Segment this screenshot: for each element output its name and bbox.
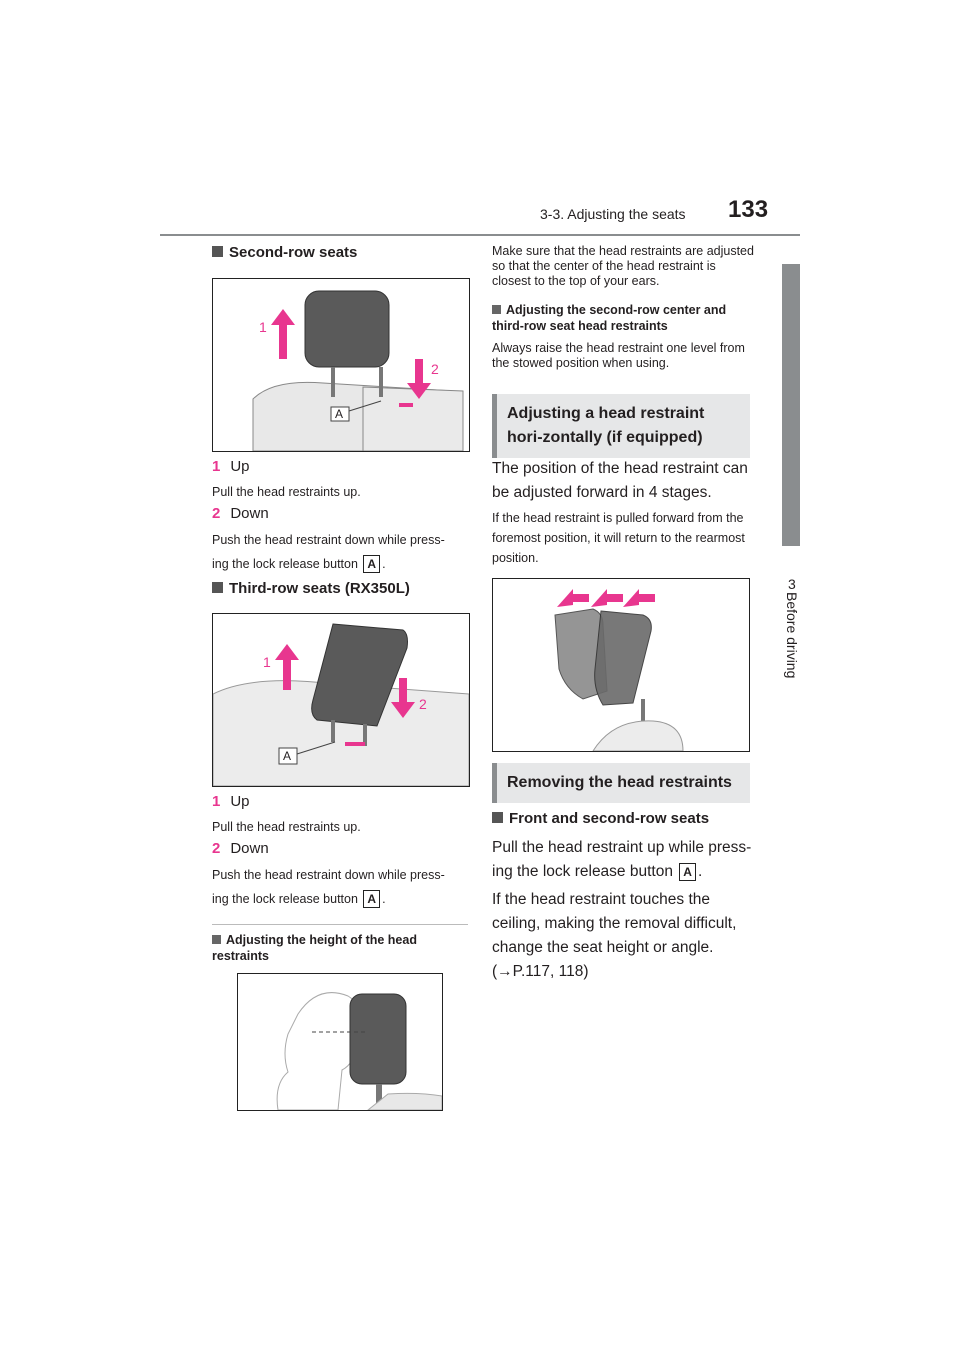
heading-height: Adjusting the height of the head restrai…	[212, 933, 417, 963]
step-up-3-desc: Pull the head restraints up.	[212, 820, 361, 834]
height-text: Make sure that the head restraints are a…	[492, 244, 754, 288]
horizontal-illustration	[554, 589, 684, 751]
fig-label-1: 1	[259, 319, 267, 335]
figure-horizontal	[492, 578, 750, 752]
step-down-desc: Push the head restraint down while press…	[212, 533, 445, 573]
heading-center: Adjusting the second-row center and thir…	[492, 303, 727, 333]
figure-third-row: 1 2 A	[212, 613, 470, 787]
square-bullet-icon	[212, 935, 221, 944]
chapter-tab	[782, 264, 800, 546]
center-text: Always raise the head restraint one leve…	[492, 341, 745, 370]
third-row-illustration	[213, 623, 469, 786]
badge-a: A	[679, 863, 696, 881]
fig-label-a: A	[283, 749, 292, 763]
fig-label-2: 2	[419, 696, 427, 712]
header-rule	[160, 234, 800, 236]
chapter-number: 3	[788, 576, 796, 592]
height-illustration	[276, 992, 442, 1110]
square-bullet-icon	[492, 305, 501, 314]
step-down-3-desc: Push the head restraint down while press…	[212, 868, 445, 908]
heading-front: Front and second-row seats	[492, 810, 709, 827]
front-text: Pull the head restraint up while press- …	[492, 839, 752, 881]
fig-label-1: 1	[263, 654, 271, 670]
horizontal-note: If the head restraint is pulled forward …	[492, 511, 745, 565]
horizontal-text: The position of the head restraint can b…	[492, 460, 748, 501]
figure-second-row: 1 2 A	[212, 278, 470, 452]
square-bullet-icon	[492, 812, 503, 823]
fig-label-a: A	[335, 407, 344, 421]
banner-removing: Removing the head restraints	[492, 763, 750, 803]
divider	[212, 924, 468, 925]
step-up-desc: Pull the head restraints up.	[212, 485, 361, 499]
heading-second-row: Second-row seats	[212, 244, 357, 261]
second-row-illustration	[252, 290, 464, 451]
square-bullet-icon	[212, 246, 223, 257]
badge-a: A	[363, 890, 381, 908]
page-number: 133	[728, 196, 769, 223]
badge-a: A	[363, 555, 381, 573]
chapter-label: Before driving	[784, 592, 800, 679]
fig-label-2: 2	[431, 361, 439, 377]
heading-third-row: Third-row seats (RX350L)	[212, 580, 410, 597]
section-title: 3-3. Adjusting the seats	[540, 206, 686, 222]
banner-horizontal: Adjusting a head restraint hori-zontally…	[492, 394, 750, 458]
figure-height	[237, 973, 443, 1111]
ceiling-text: If the head restraint touches the ceilin…	[492, 891, 737, 980]
square-bullet-icon	[212, 582, 223, 593]
